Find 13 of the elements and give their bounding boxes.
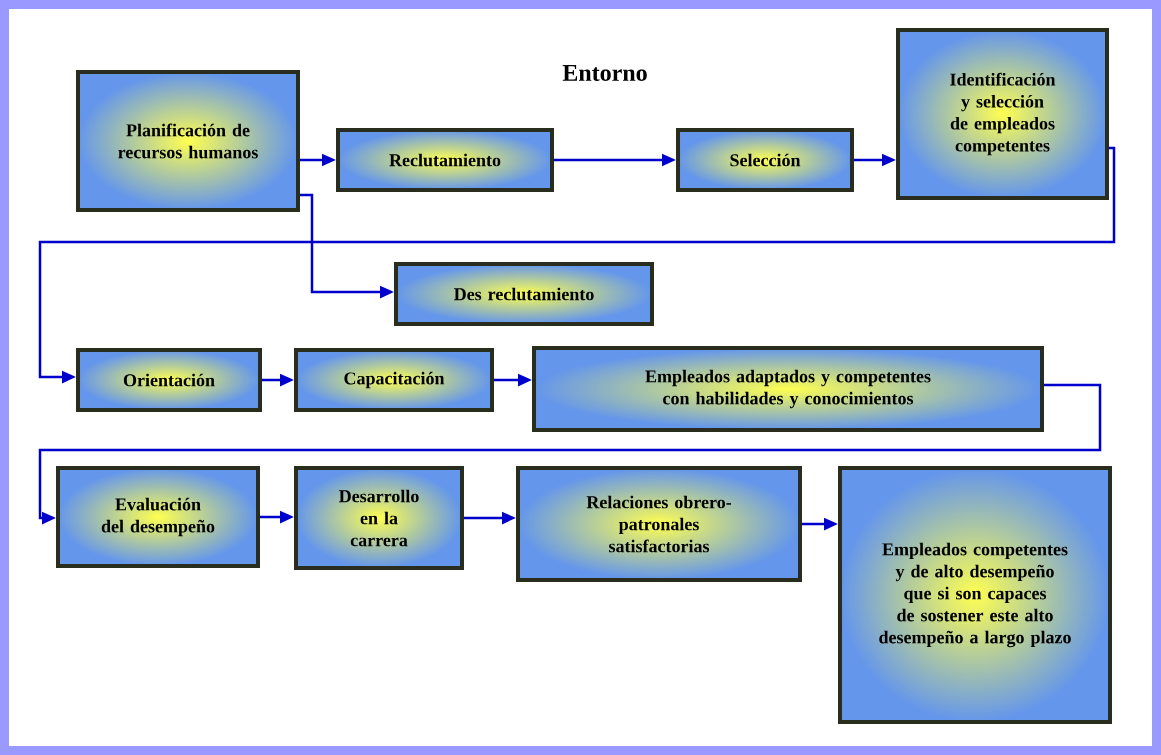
process-box: Selección	[676, 128, 854, 192]
process-box: Des reclutamiento	[394, 262, 654, 326]
process-box: Empleados competentes y de alto desempeño que si son capaces de sostener este alto desempeño a largo plazo	[838, 466, 1112, 724]
process-box: Empleados adaptados y competentes con habilidades y conocimientos	[532, 346, 1044, 432]
process-box: Relaciones obrero-patronales satisfactorias	[516, 466, 802, 582]
process-box: Orientación	[76, 348, 262, 412]
process-box: Planificación de recursos humanos	[76, 70, 300, 212]
process-box: Identificación y selección de empleados competentes	[896, 28, 1109, 200]
process-box: Reclutamiento	[336, 128, 554, 192]
process-box: Capacitación	[294, 348, 494, 412]
process-box: Evaluación del desempeño	[56, 466, 260, 568]
process-box: Desarrollo en la carrera	[294, 466, 464, 570]
title: Entorno	[562, 65, 647, 81]
